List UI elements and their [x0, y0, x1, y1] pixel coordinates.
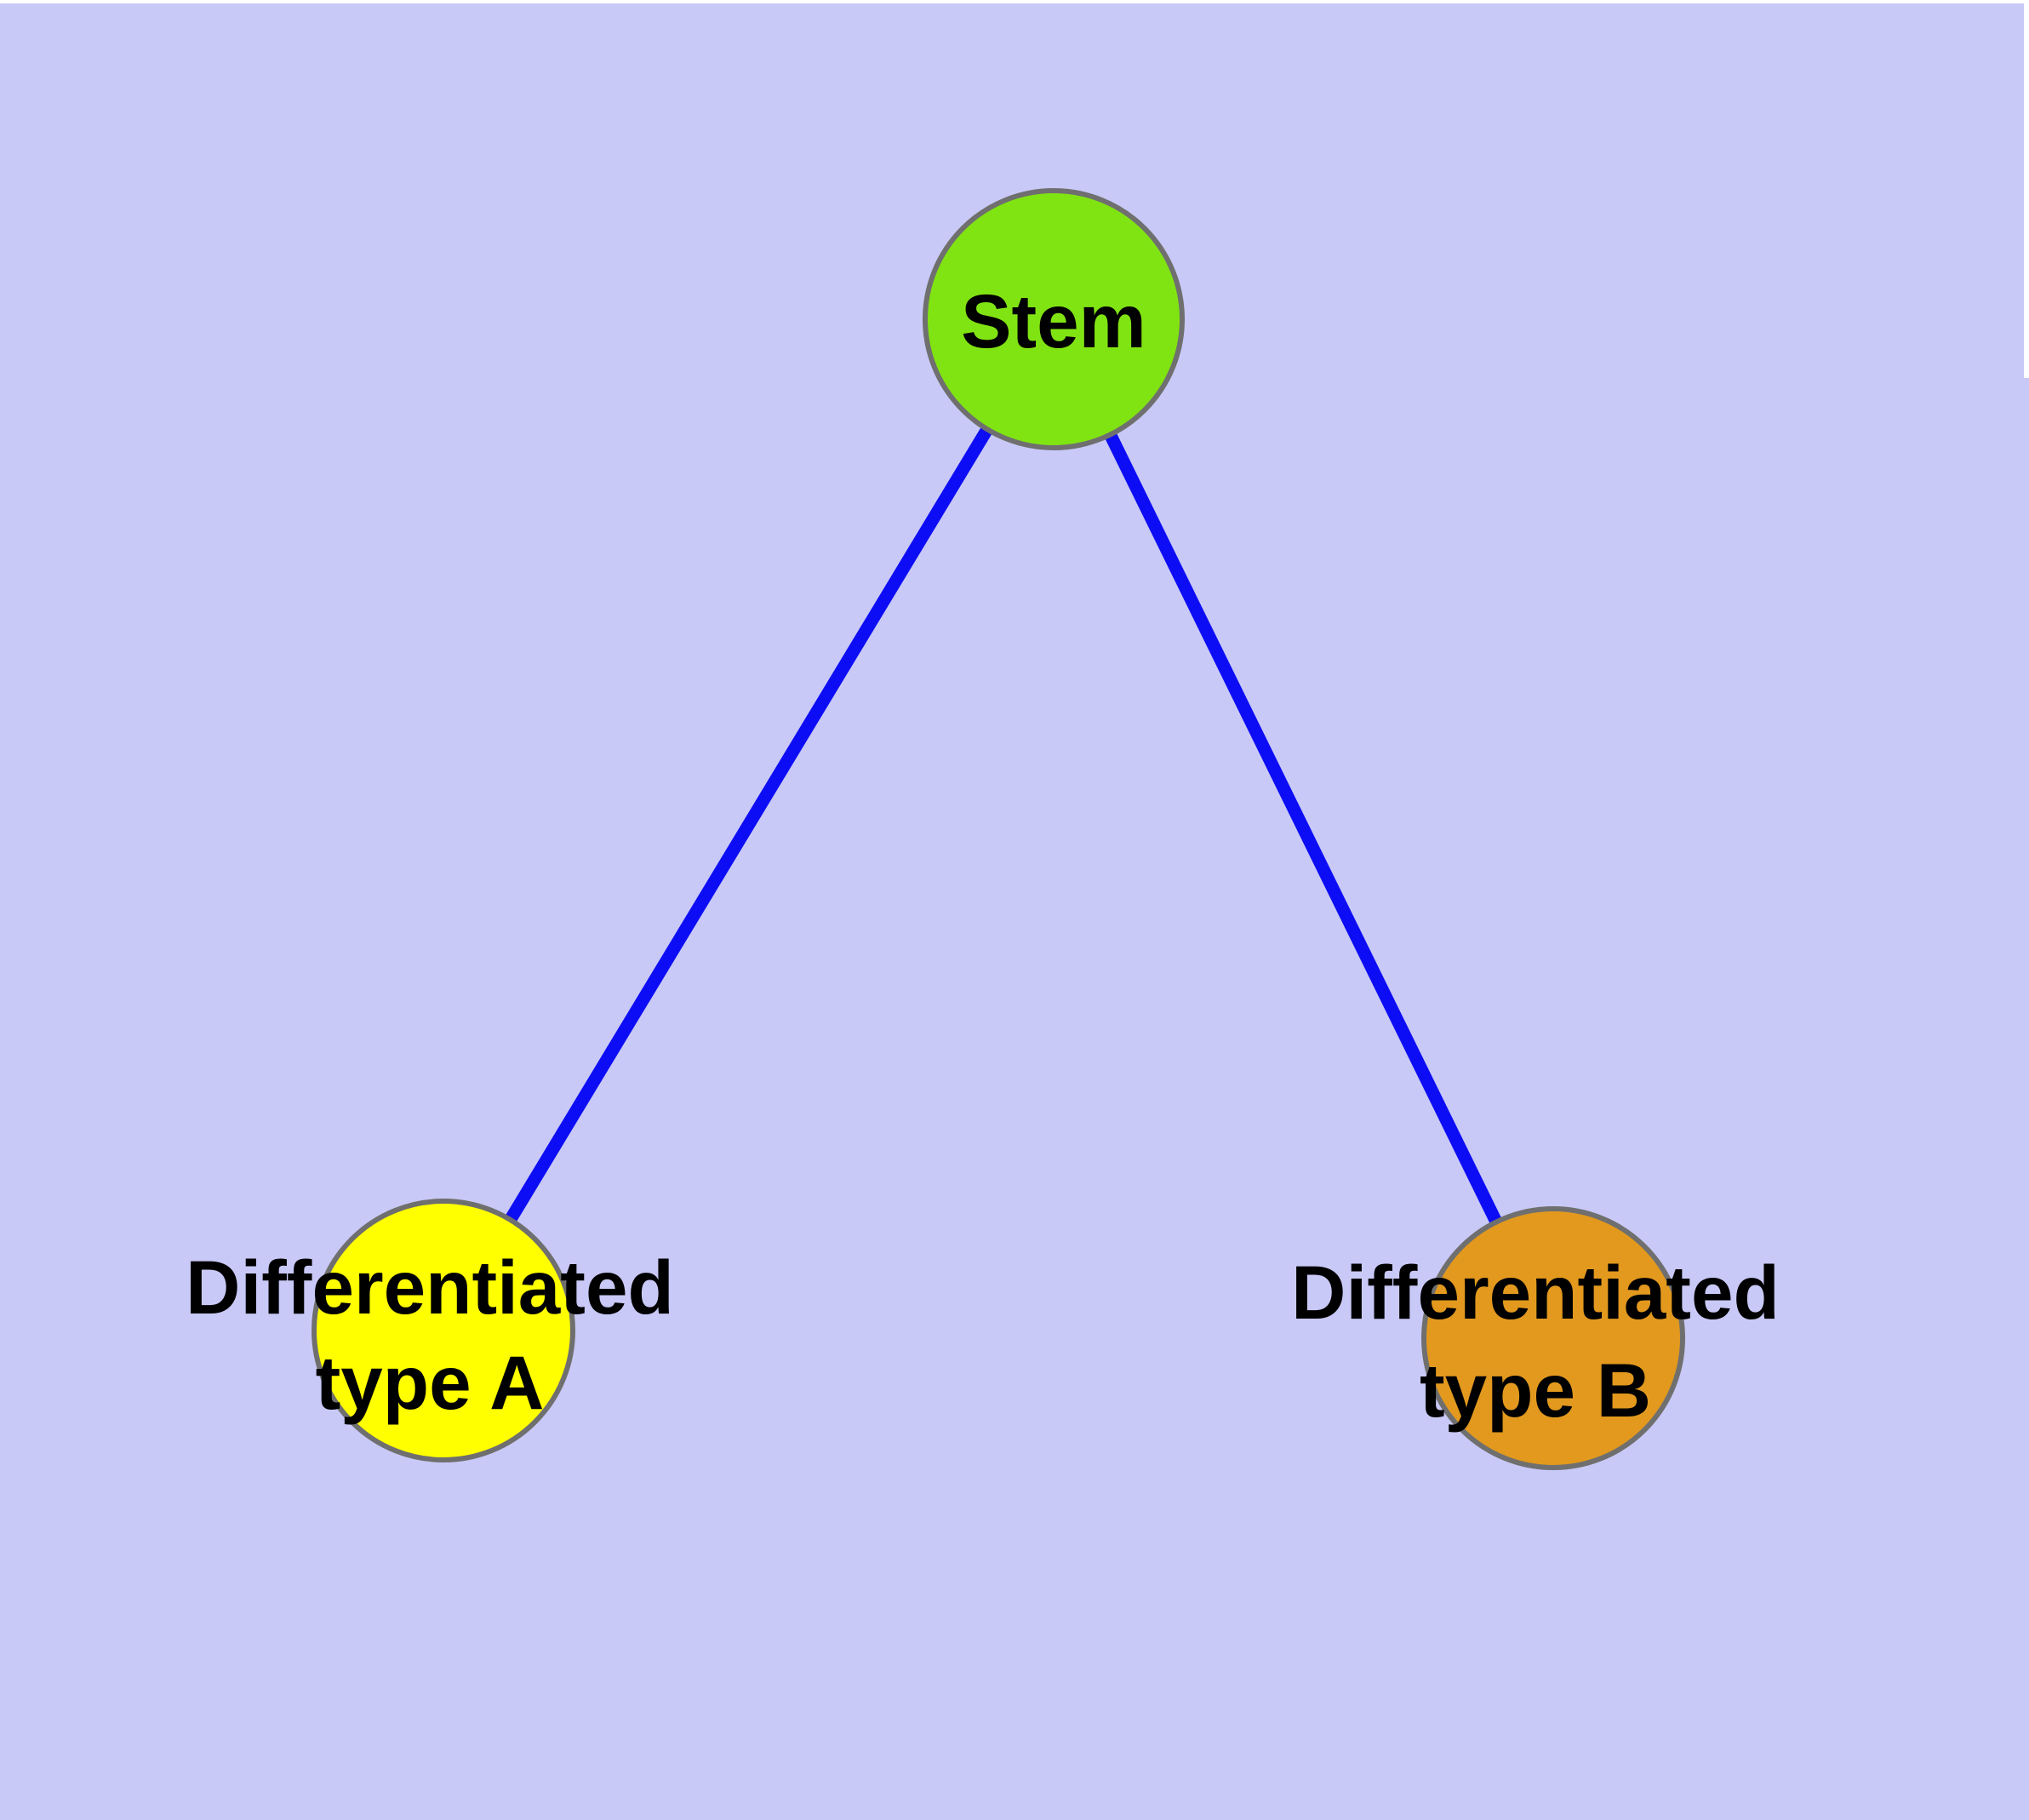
- edge-stem-to-type-b: [1048, 316, 1559, 1342]
- edge-stem-to-type-a: [437, 316, 1060, 1334]
- right-edge-margin: [2024, 3, 2029, 378]
- node-type-b-label-line1: Differentiated: [1291, 1250, 1780, 1335]
- node-type-a-circle: [311, 1199, 575, 1462]
- node-type-a-label-line2: type A: [316, 1340, 545, 1425]
- node-stem-label: Stem: [961, 278, 1146, 363]
- node-type-a-label-line1: Differentiated: [186, 1245, 674, 1330]
- node-type-b-circle: [1421, 1206, 1685, 1470]
- node-type-b-label-line2: type B: [1420, 1348, 1651, 1433]
- node-stem-circle: [923, 188, 1185, 450]
